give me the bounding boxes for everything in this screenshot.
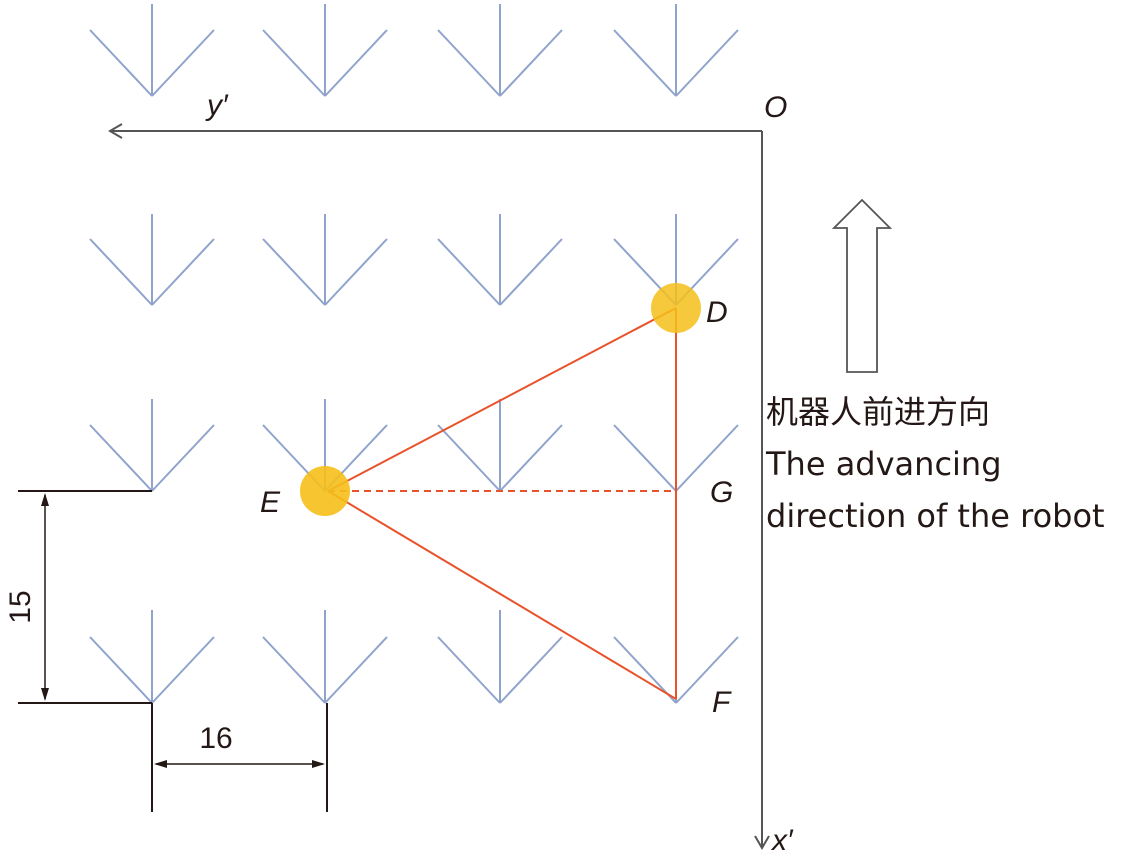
plant-stroke xyxy=(499,424,563,492)
plant-stroke xyxy=(151,29,215,97)
plant-stroke xyxy=(675,424,739,492)
v-shaped-plant-icon xyxy=(262,214,388,306)
plant-stroke xyxy=(324,238,388,306)
point-e-label: E xyxy=(260,486,281,519)
plant-stroke xyxy=(324,29,388,97)
plant-stroke xyxy=(437,424,501,492)
dimension-arrow-left-icon xyxy=(154,760,167,768)
coordinate-axes: O y′ x′ xyxy=(108,89,794,857)
triangle-def xyxy=(327,307,677,700)
v-shaped-plant-icon xyxy=(437,399,563,492)
plant-stroke xyxy=(89,424,153,492)
segment-e-d xyxy=(327,307,677,492)
point-f-label: F xyxy=(712,686,732,719)
caption-chinese: 机器人前进方向 xyxy=(766,393,991,431)
v-shaped-plant-icon xyxy=(262,610,388,704)
row-spacing-dimension: 15 xyxy=(4,490,152,704)
hollow-up-arrow-icon xyxy=(831,198,893,373)
plant-stroke xyxy=(151,636,215,704)
column-spacing-value: 16 xyxy=(199,722,232,755)
row-spacing-value: 15 xyxy=(4,590,37,623)
plant-stroke xyxy=(499,29,563,97)
plant-stroke xyxy=(151,424,215,492)
column-spacing-dimension: 16 xyxy=(151,703,328,812)
plant-stroke xyxy=(262,636,326,704)
v-shaped-plant-icon xyxy=(613,4,739,97)
plant-stroke xyxy=(437,636,501,704)
dimension-arrow-down-icon xyxy=(41,688,49,701)
segment-e-f xyxy=(327,490,677,700)
v-shaped-plant-icon xyxy=(89,399,215,492)
plant-stroke xyxy=(613,424,677,492)
y-prime-arrowhead-icon xyxy=(108,123,123,139)
plant-stroke xyxy=(437,238,501,306)
plant-stroke xyxy=(89,636,153,704)
caption-english-line-1: The advancing xyxy=(766,445,1002,483)
x-prime-arrowhead-icon xyxy=(754,835,770,850)
plant-stroke xyxy=(675,636,739,704)
plant-grid xyxy=(89,4,739,704)
v-shaped-plant-icon xyxy=(437,4,563,97)
x-prime-label: x′ xyxy=(770,824,794,857)
v-shaped-plant-icon xyxy=(437,610,563,704)
caption-english-line-2: direction of the robot xyxy=(766,497,1105,535)
v-shaped-plant-icon xyxy=(89,610,215,704)
plant-stroke xyxy=(499,636,563,704)
plant-stroke xyxy=(151,238,215,306)
plant-stroke xyxy=(324,636,388,704)
origin-label: O xyxy=(764,91,787,124)
point-e-marker xyxy=(300,466,350,516)
y-prime-label: y′ xyxy=(205,89,229,122)
v-shaped-plant-icon xyxy=(262,4,388,97)
point-d-marker xyxy=(651,283,701,333)
dimension-arrow-right-icon xyxy=(312,760,325,768)
plant-stroke xyxy=(675,29,739,97)
v-shaped-plant-icon xyxy=(89,4,215,97)
advancing-direction-caption: 机器人前进方向 The advancing direction of the r… xyxy=(766,386,1105,542)
plant-stroke xyxy=(613,29,677,97)
dimension-arrow-up-icon xyxy=(41,493,49,506)
plant-stroke xyxy=(89,29,153,97)
v-shaped-plant-icon xyxy=(437,214,563,306)
plant-stroke xyxy=(499,238,563,306)
plant-stroke xyxy=(437,29,501,97)
point-d-label: D xyxy=(706,296,728,329)
plant-stroke xyxy=(89,238,153,306)
point-g-label: G xyxy=(710,476,733,509)
v-shaped-plant-icon xyxy=(89,214,215,306)
plant-stroke xyxy=(262,238,326,306)
plant-stroke xyxy=(262,29,326,97)
